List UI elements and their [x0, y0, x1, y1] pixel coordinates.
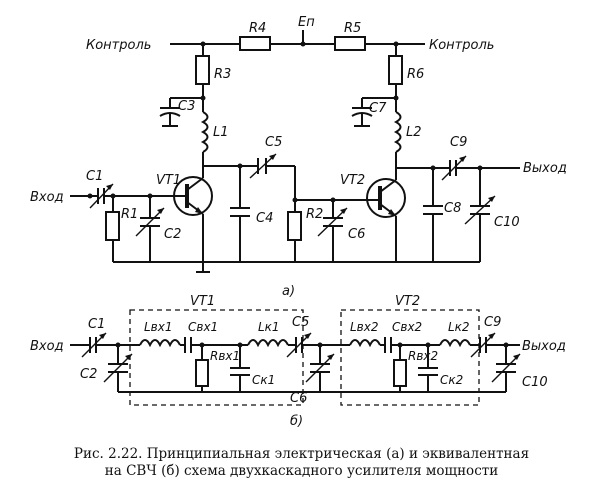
r5-label: R5	[344, 21, 361, 36]
c10-label-a: C10	[494, 215, 520, 230]
r6-label: R6	[407, 67, 424, 82]
c5-label-a: C5	[265, 135, 282, 150]
kontrol-right-label: Контроль	[429, 38, 494, 53]
vkhod-label-a: Вход	[30, 190, 64, 205]
vt2-label-a: VT2	[340, 173, 365, 188]
c6-label-a: C6	[348, 227, 365, 242]
lvx2-label: Lвх2	[350, 320, 379, 334]
c2-label-a: C2	[164, 227, 181, 242]
resistor-r6	[388, 55, 403, 85]
vt1-label-b: VT1	[190, 294, 215, 309]
ck2-label: Cк2	[440, 373, 463, 387]
vkhod-label-b: Вход	[30, 339, 64, 354]
l2-label: L2	[406, 125, 422, 140]
c9-label-a: C9	[450, 135, 467, 150]
inductor-l2	[393, 111, 402, 153]
schematic-b	[70, 309, 521, 406]
vt2-label-b: VT2	[395, 294, 420, 309]
c8-label: C8	[444, 201, 461, 216]
resistor-r2	[287, 211, 302, 241]
lk1-label: Lк1	[258, 320, 280, 334]
c1-label-a: C1	[86, 169, 103, 184]
vt2-equivalent-box	[340, 309, 480, 406]
resistor-r1	[105, 211, 120, 241]
schematic-a	[70, 30, 520, 273]
cvx2-label: Cвх2	[392, 320, 422, 334]
subfig-a-label: а)	[282, 284, 295, 299]
ck1-label: Cк1	[252, 373, 275, 387]
r2-label: R2	[306, 207, 323, 222]
vt1-label-a: VT1	[156, 173, 181, 188]
lk2-label: Lк2	[448, 320, 470, 334]
vykhod-label-b: Выход	[522, 339, 566, 354]
resistor-r3	[195, 55, 210, 85]
c9-label-b: C9	[484, 315, 501, 330]
r3-label: R3	[214, 67, 231, 82]
l1-label: L1	[213, 125, 229, 140]
inductor-l1	[200, 111, 209, 153]
caption-line-1: Рис. 2.22. Принципиальная электрическая …	[73, 446, 530, 462]
c2-label-b: C2	[80, 367, 97, 382]
caption-line-2: на СВЧ (б) схема двухкаскадного усилител…	[104, 463, 499, 479]
c7-label: C7	[369, 101, 387, 116]
transistor-vt2	[366, 178, 406, 218]
cvx1-label: Cвх1	[188, 320, 218, 334]
resistor-r4	[239, 36, 271, 51]
c5-label-b: C5	[292, 315, 309, 330]
rvx2-label: Rвх2	[408, 349, 438, 363]
c6-label-b: C6	[290, 391, 307, 406]
figure-caption: Рис. 2.22. Принципиальная электрическая …	[0, 446, 603, 480]
subfig-b-label: б)	[290, 414, 303, 429]
c1-label-b: C1	[88, 317, 105, 332]
c4-label: C4	[256, 211, 273, 226]
resistor-r5	[334, 36, 366, 51]
transistor-vt1	[173, 176, 213, 216]
lvx1-label: Lвх1	[144, 320, 173, 334]
r1-label: R1	[121, 207, 138, 222]
kontrol-left-label: Контроль	[86, 38, 151, 53]
supply-ep-label: Eп	[298, 15, 315, 30]
rvx1-label: Rвх1	[210, 349, 240, 363]
vykhod-label-a: Выход	[523, 161, 567, 176]
r4-label: R4	[249, 21, 266, 36]
c10-label-b: C10	[522, 375, 548, 390]
c3-label: C3	[178, 99, 195, 114]
